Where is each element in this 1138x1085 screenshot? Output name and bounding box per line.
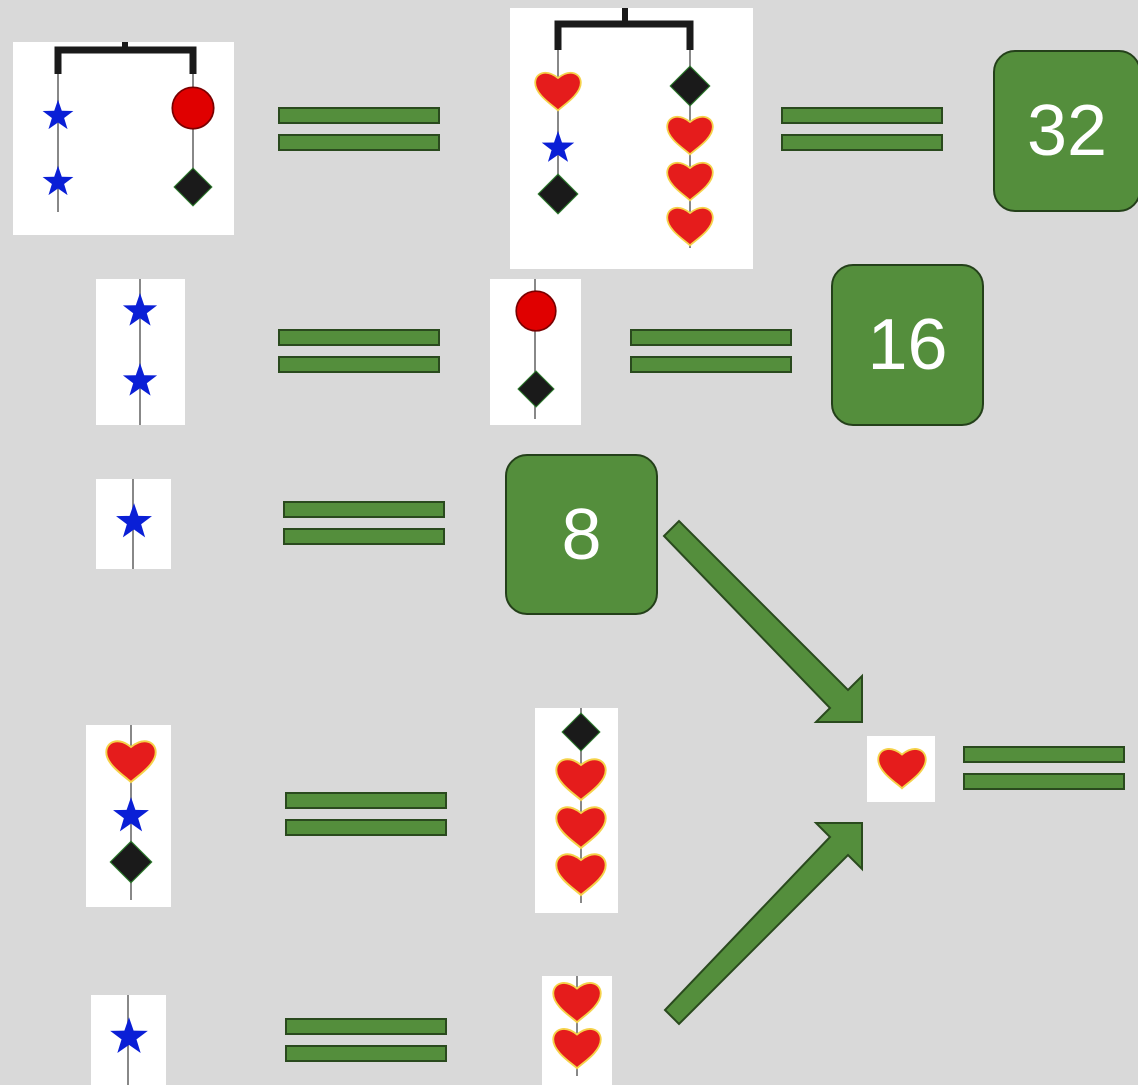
equals-icon — [285, 792, 447, 838]
equals-icon — [285, 1018, 447, 1064]
heart-icon — [556, 807, 605, 848]
star-card-bottom — [91, 995, 166, 1085]
heart-icon — [556, 854, 605, 895]
heart-star-diamond-card — [86, 725, 171, 907]
equals-icon — [963, 746, 1125, 792]
heart-icon — [553, 1029, 601, 1068]
arrow-icon — [664, 521, 862, 722]
two-hearts-card — [542, 976, 612, 1085]
diamond-three-hearts-card — [535, 708, 618, 913]
heart-icon — [556, 759, 605, 800]
arrow-icon — [665, 823, 862, 1024]
diamond-icon — [110, 841, 151, 882]
single-heart-card — [867, 736, 935, 802]
diamond-icon — [562, 713, 600, 751]
heart-icon — [553, 983, 601, 1022]
heart-icon — [878, 749, 926, 788]
heart-icon — [106, 741, 155, 782]
